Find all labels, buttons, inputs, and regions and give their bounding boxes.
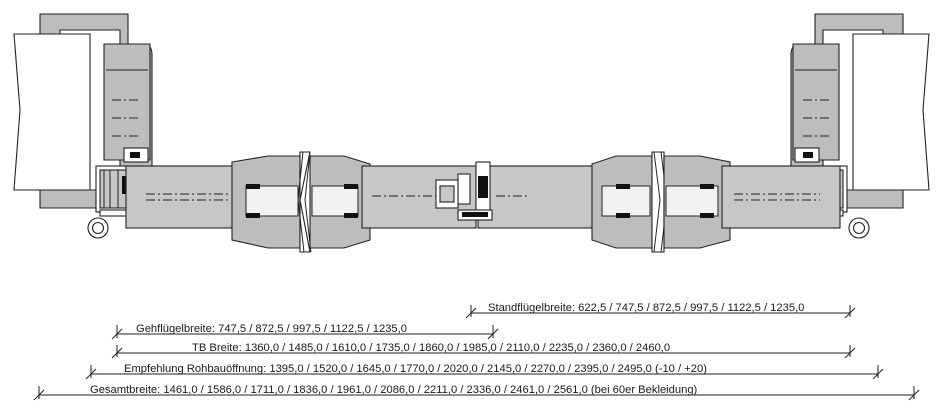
dimension-label-tb-breite: TB Breite: 1360,0 / 1485,0 / 1610,0 / 17…	[192, 342, 670, 354]
dimension-rohbau: Empfehlung Rohbauöffnung: 1395,0 / 1520,…	[85, 363, 884, 380]
dimension-tb-breite: TB Breite: 1360,0 / 1485,0 / 1610,0 / 17…	[111, 342, 856, 359]
left-wall	[13, 33, 91, 191]
dimension-label-standfluegel: Standflügelbreite: 622,5 / 747,5 / 872,5…	[488, 302, 804, 314]
dimension-label-gesamt: Gesamtbreite: 1461,0 / 1586,0 / 1711,0 /…	[90, 384, 698, 396]
dimension-label-gehfluegel: Gehflügelbreite: 747,5 / 872,5 / 997,5 /…	[136, 323, 407, 335]
dimension-standfluegel: Standflügelbreite: 622,5 / 747,5 / 872,5…	[465, 302, 856, 319]
dimension-label-rohbau: Empfehlung Rohbauöffnung: 1395,0 / 1520,…	[124, 363, 707, 375]
dimension-gehfluegel: Gehflügelbreite: 747,5 / 872,5 / 997,5 /…	[111, 323, 499, 340]
left-door-leaf	[125, 151, 477, 253]
right-frame	[790, 13, 930, 239]
right-wall	[852, 33, 930, 191]
dimension-gesamt: Gesamtbreite: 1461,0 / 1586,0 / 1711,0 /…	[33, 384, 920, 401]
right-door-leaf	[457, 151, 841, 253]
